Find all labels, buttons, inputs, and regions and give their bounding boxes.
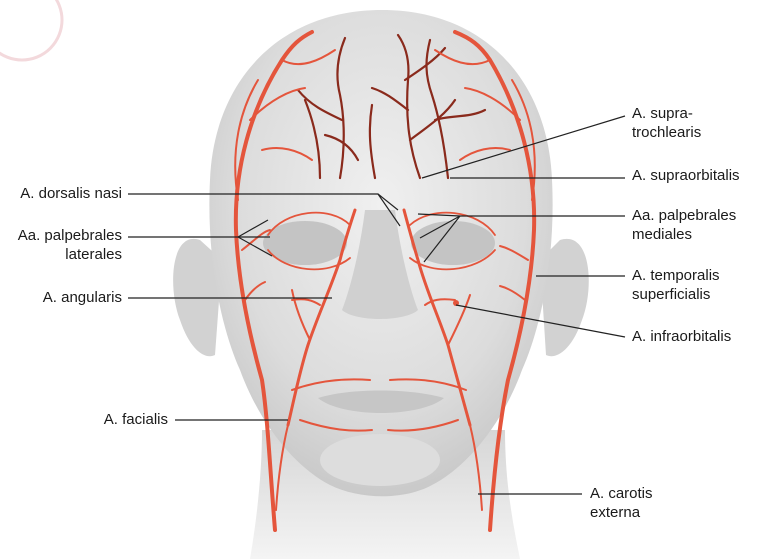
label-temporalis-superficialis-line1: A. temporalis (632, 267, 720, 284)
label-infraorbitalis: A. infraorbitalis (632, 327, 731, 346)
label-supratrochlearis: A. supra- trochlearis (632, 104, 701, 142)
label-palpebrales-mediales-line2: mediales (632, 226, 693, 243)
label-temporalis-superficialis: A. temporalis superficialis (632, 266, 720, 304)
leader-lines (128, 115, 626, 495)
left-eye (263, 221, 347, 265)
corner-decoration (0, 0, 64, 62)
forehead-deep-arteries (296, 33, 487, 180)
label-angularis-text: A. angularis (42, 289, 122, 306)
chin (320, 434, 440, 486)
label-facialis-text: A. facialis (103, 411, 168, 428)
label-palpebrales-laterales: Aa. palpebrales laterales (0, 226, 122, 264)
label-palpebrales-mediales: Aa. palpebrales mediales (632, 206, 736, 244)
label-temporalis-superficialis-line2: superficialis (632, 286, 711, 303)
label-supratrochlearis-line2: trochlearis (632, 124, 702, 141)
label-supraorbitalis: A. supraorbitalis (632, 166, 740, 185)
label-carotis-externa-line1: A. carotis (590, 485, 653, 502)
mouth (318, 390, 444, 413)
label-dorsalis-nasi: A. dorsalis nasi (0, 184, 122, 203)
label-supratrochlearis-line1: A. supra- (632, 105, 693, 122)
label-angularis: A. angularis (0, 288, 122, 307)
label-supraorbitalis-text: A. supraorbitalis (632, 167, 740, 184)
label-carotis-externa-line2: externa (590, 504, 641, 521)
label-palpebrales-laterales-line1: Aa. palpebrales (17, 227, 122, 244)
right-ear (540, 238, 589, 357)
label-facialis: A. facialis (0, 410, 168, 429)
label-infraorbitalis-text: A. infraorbitalis (632, 328, 732, 345)
label-palpebrales-mediales-line1: Aa. palpebrales (632, 207, 737, 224)
label-carotis-externa: A. carotis externa (590, 484, 653, 522)
label-palpebrales-laterales-line2: laterales (65, 246, 122, 263)
facial-arteries (233, 30, 537, 532)
right-eye (411, 221, 495, 265)
label-dorsalis-nasi-text: A. dorsalis nasi (20, 185, 122, 202)
nose (342, 210, 418, 319)
